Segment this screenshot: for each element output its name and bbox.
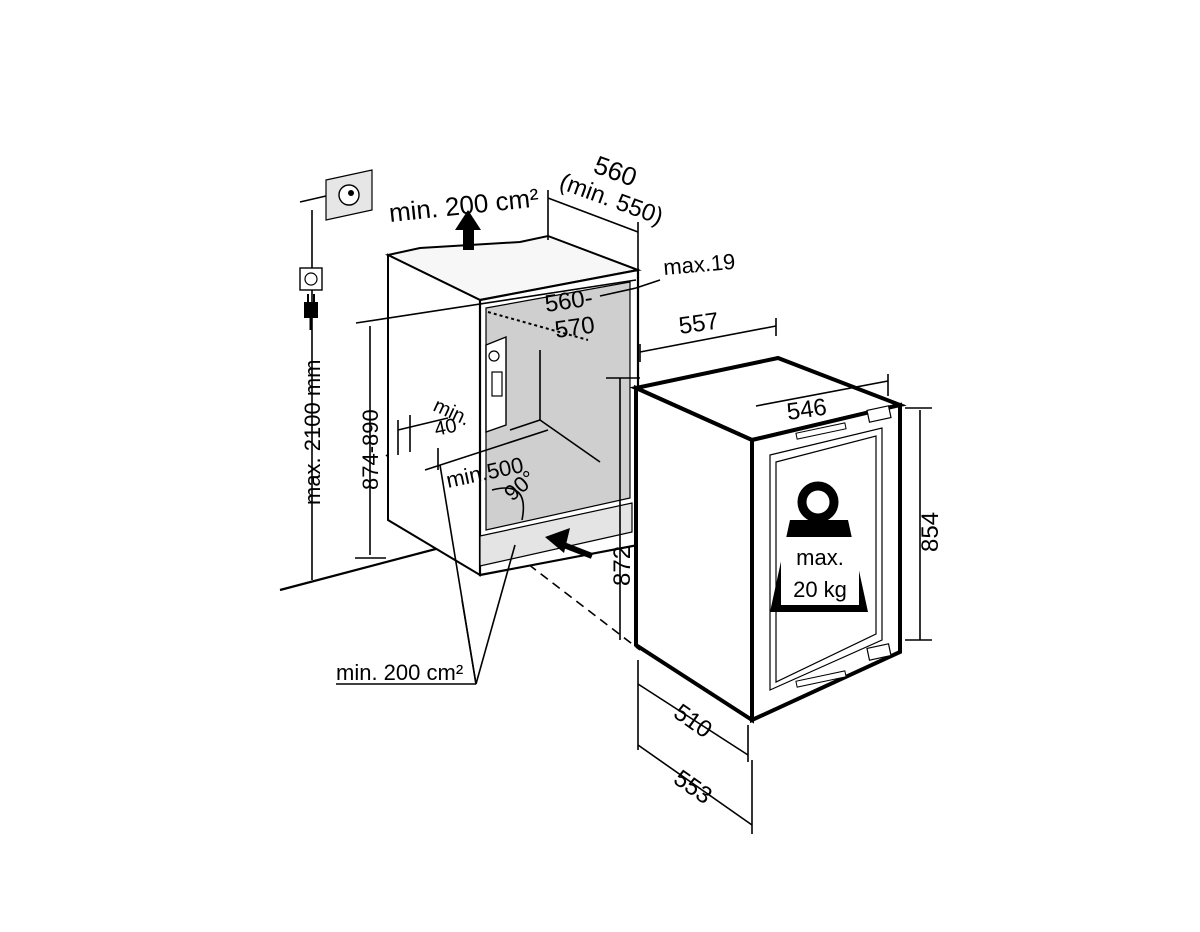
label-vent-bottom: min. 200 cm² [336, 660, 463, 685]
label-niche-width: 560- [543, 285, 594, 318]
label-width-546: 546 [785, 394, 828, 426]
vent-arrow-up [455, 210, 481, 250]
label-niche-height: 874-890 [358, 409, 383, 490]
appliance [629, 355, 907, 724]
socket-icon [299, 267, 323, 291]
label-height-854: 854 [917, 512, 944, 552]
label-max-height: max. 2100 mm [300, 360, 325, 506]
label-niche-width-b: 570 [553, 312, 596, 344]
plug-icon [304, 294, 318, 330]
weight-label-line2: 20 kg [793, 577, 847, 602]
label-min-40-b: 40 [432, 415, 458, 441]
weight-label-line1: max. [796, 545, 844, 570]
weight-icon [770, 481, 868, 612]
niche-cabinet [384, 234, 642, 577]
switch-icon [325, 169, 373, 221]
label-depth-557: 557 [677, 308, 720, 340]
label-height-872: 872 [609, 546, 636, 586]
label-max-19: max.19 [662, 249, 736, 280]
vent-arrow-in [545, 528, 594, 559]
label-depth-510: 510 [669, 699, 717, 744]
